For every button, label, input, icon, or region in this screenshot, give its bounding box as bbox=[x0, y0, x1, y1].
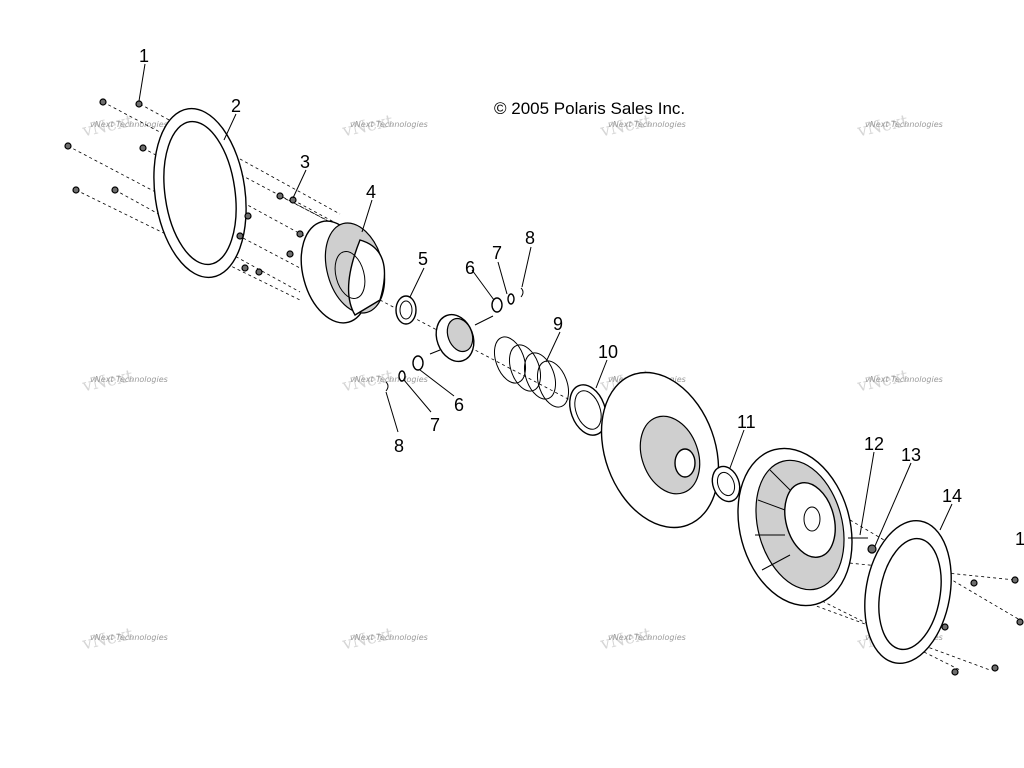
callout-9: 9 bbox=[553, 314, 563, 334]
bushing-6-lower bbox=[412, 355, 424, 371]
center-hub bbox=[429, 313, 494, 363]
svg-text:vNext Technologies: vNext Technologies bbox=[90, 120, 168, 129]
callout-7-lower: 7 bbox=[430, 415, 440, 435]
seal-5 bbox=[395, 295, 417, 325]
copyright-text: © 2005 Polaris Sales Inc. bbox=[494, 99, 685, 118]
clip-8-upper bbox=[520, 287, 524, 298]
callout-1: 1 bbox=[139, 46, 149, 66]
svg-text:vNext Technologies: vNext Technologies bbox=[350, 120, 428, 129]
callout-4: 4 bbox=[366, 182, 376, 202]
svg-text:vNext Technologies: vNext Technologies bbox=[608, 633, 686, 642]
svg-text:vNext Technologies: vNext Technologies bbox=[350, 375, 428, 384]
callout-5: 5 bbox=[418, 249, 428, 269]
callout-1-right: 1 bbox=[1015, 529, 1024, 549]
callout-6-upper: 6 bbox=[465, 258, 475, 278]
callout-7-upper: 7 bbox=[492, 243, 502, 263]
callout-3: 3 bbox=[300, 152, 310, 172]
cover-housing-4 bbox=[300, 220, 386, 324]
svg-text:vNext Technologies: vNext Technologies bbox=[90, 375, 168, 384]
movable-sheave bbox=[600, 371, 720, 529]
callout-2: 2 bbox=[231, 96, 241, 116]
svg-text:vNext Technologies: vNext Technologies bbox=[350, 633, 428, 642]
washer-11 bbox=[711, 465, 741, 503]
callout-14: 14 bbox=[942, 486, 962, 506]
bushing-6-upper bbox=[491, 297, 503, 313]
washer-7-lower bbox=[398, 370, 406, 382]
leader-lines bbox=[138, 63, 953, 547]
clip-8-lower bbox=[385, 381, 389, 392]
washer-7-upper bbox=[507, 293, 515, 305]
callout-8-upper: 8 bbox=[525, 228, 535, 248]
callout-6-lower: 6 bbox=[454, 395, 464, 415]
svg-text:vNext Technologies: vNext Technologies bbox=[90, 633, 168, 642]
screws-3 bbox=[236, 192, 304, 276]
nut-13 bbox=[867, 544, 877, 554]
fixed-sheave bbox=[737, 447, 853, 607]
svg-text:vNext Technologies: vNext Technologies bbox=[865, 375, 943, 384]
callout-13: 13 bbox=[901, 445, 921, 465]
callout-11: 11 bbox=[737, 412, 756, 432]
callout-labels: 1 2 3 4 5 6 7 8 9 10 11 12 13 14 6 7 8 1 bbox=[139, 46, 1024, 549]
svg-text:vNext Technologies: vNext Technologies bbox=[608, 120, 686, 129]
cover-plate-14 bbox=[864, 520, 952, 664]
screws-right bbox=[941, 576, 1024, 676]
callout-12: 12 bbox=[864, 434, 884, 454]
gasket-ring-2 bbox=[153, 107, 247, 279]
callout-10: 10 bbox=[598, 342, 618, 362]
callout-8-lower: 8 bbox=[394, 436, 404, 456]
bolts-left bbox=[64, 98, 147, 194]
svg-text:vNext Technologies: vNext Technologies bbox=[865, 120, 943, 129]
spring-9 bbox=[493, 336, 570, 408]
ring-10 bbox=[569, 384, 607, 436]
